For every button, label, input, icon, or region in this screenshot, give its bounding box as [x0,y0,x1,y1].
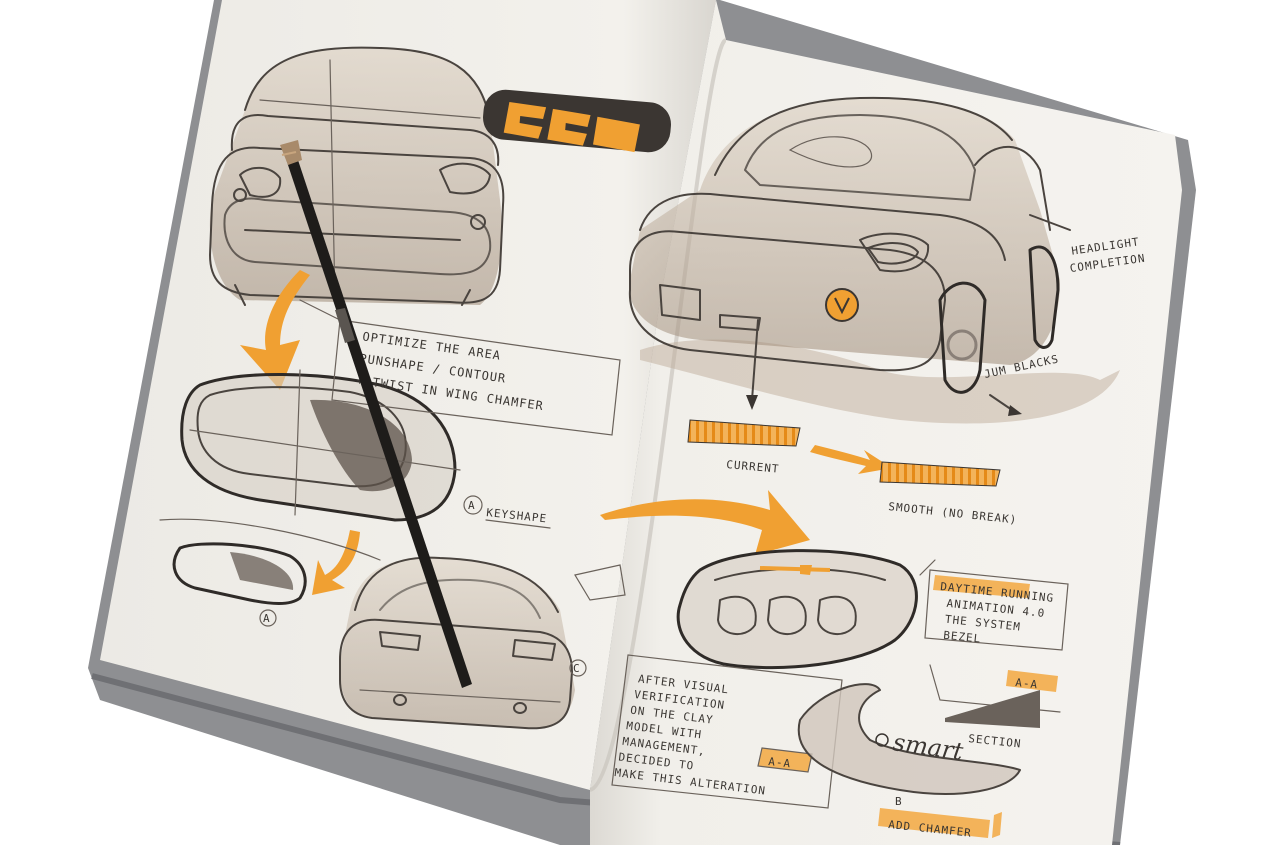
current-label: CURRENT [726,458,780,476]
ref-a-small-label: A [263,612,271,625]
ref-a-keyshape-text: KEYSHAPE [486,506,548,525]
logo-badge [483,89,671,153]
tag-aa-1: A-A [768,755,792,770]
ref-c-label: C [573,662,581,675]
ref-a-circle-label: A [468,499,476,512]
drl-note-line-4: BEZEL [943,629,982,646]
section-label: SECTION [968,732,1022,751]
orange-arrow-left-2 [312,530,360,595]
three-quarter-car-sketch [628,96,1120,424]
small-headlight-sketch: A [159,518,381,627]
orange-arrow-left-1 [240,270,310,390]
drl-headlight-sketch [676,549,936,670]
paintbrush [280,140,472,688]
keyshape-reference: A KEYSHAPE [463,495,551,529]
front-view-car-sketch [209,46,505,306]
tag-aa-2: A-A [1015,676,1039,691]
b-label: B [895,795,903,808]
orange-arrow-right [600,490,810,555]
